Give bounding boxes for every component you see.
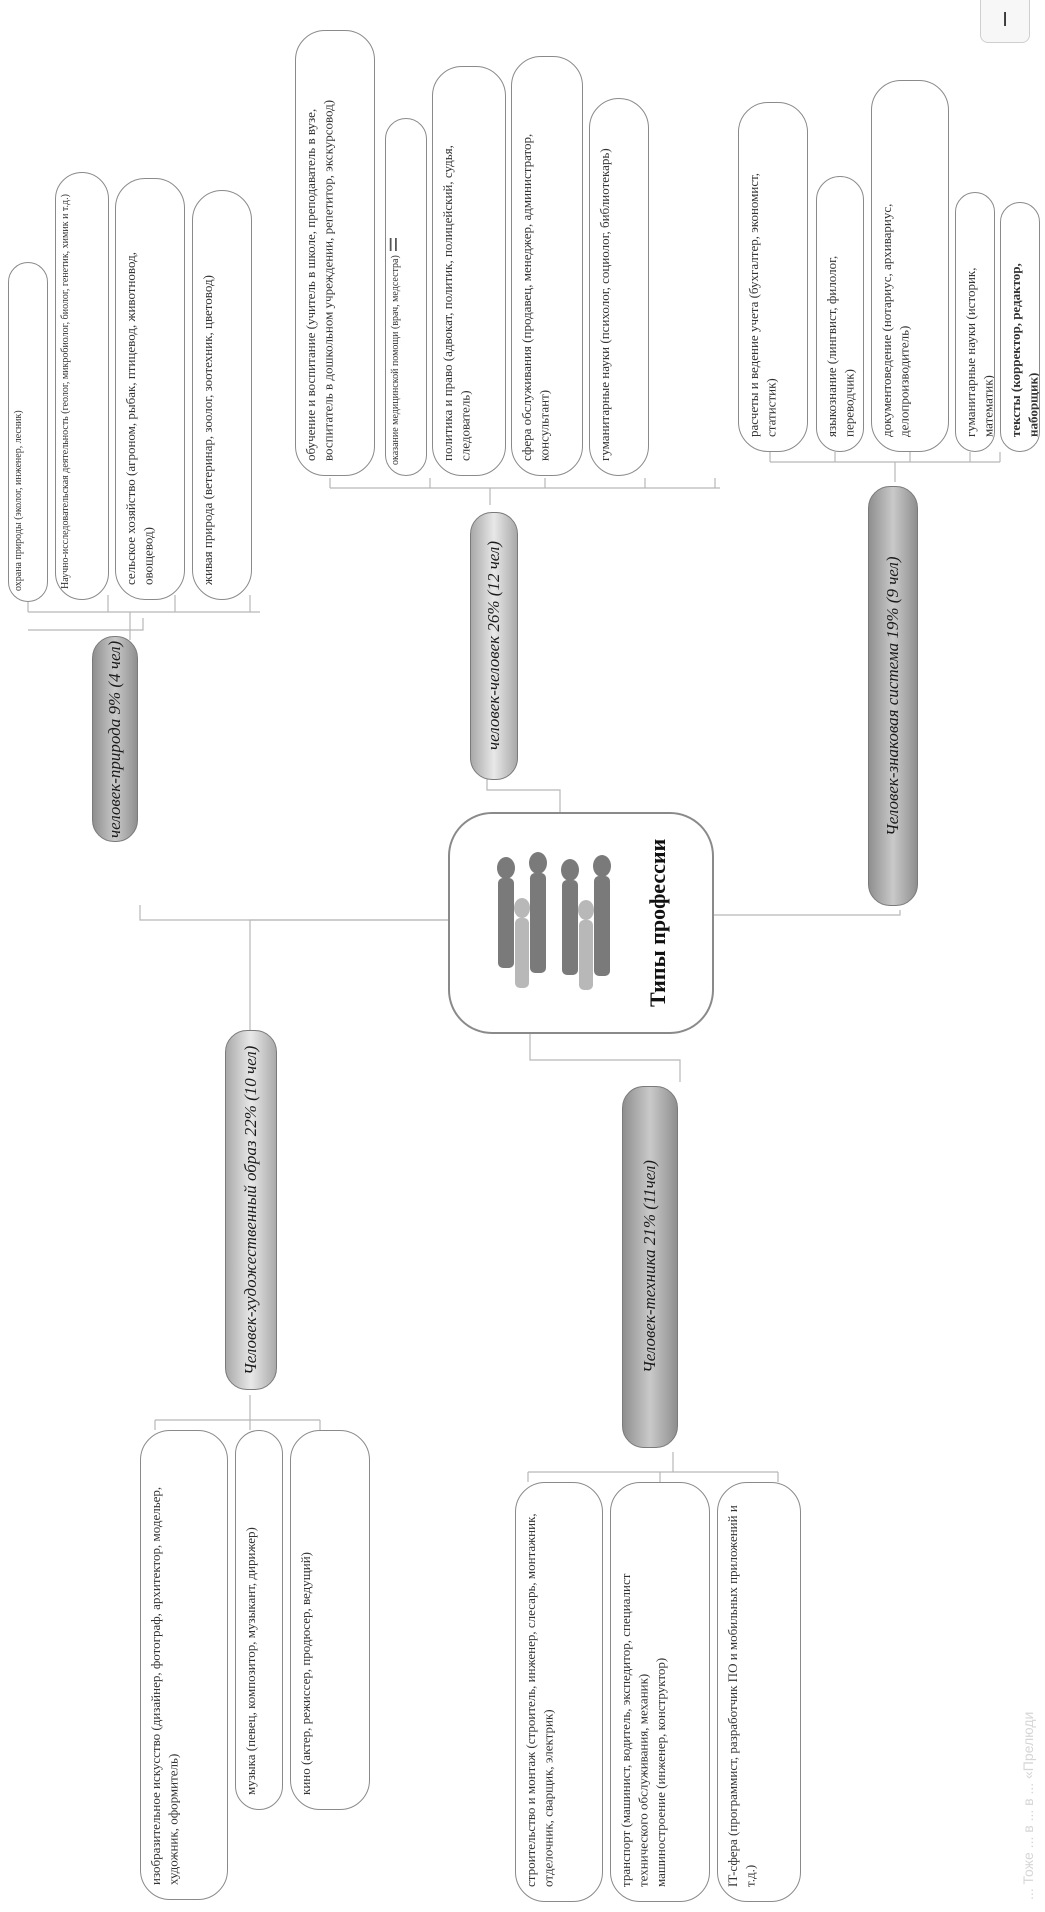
branch-human: человек-человек 26% (12 чел) [470,512,518,780]
leaf-human-5: гуманитарные науки (психолог, социолог, … [589,98,649,476]
central-title: Типы профессии [638,814,678,1032]
leaf-human-4: сфера обслуживания (продавец, менеджер, … [511,56,583,476]
branch-nature: человек-природа 9% (4 чел) [92,636,138,842]
leaf-tech-4: IT-сфера (программист, разработчик ПО и … [717,1482,801,1902]
leaf-nature-2: Научно-исследовательская деятельность (г… [55,172,109,600]
leaf-human-2: оказание медицинской помощи (врач, медсе… [385,118,427,476]
leaf-tech-1: строительство и монтаж (строитель, инжен… [515,1482,603,1902]
branch-tech: Человек-техника 21% (11чел) [622,1086,678,1448]
leaf-nature-4: живая природа (ветеринар, зоолог, зоотех… [192,190,252,600]
leaf-nature-1: охрана природы (эколог, инженер, лесник) [8,262,48,602]
leaf-art-2: музыка (певец, композитор, музыкант, дир… [235,1430,283,1810]
leaf-sign-4: гуманитарные науки (историк, математик) [955,192,995,452]
leaf-art-1: изобразительное искусство (дизайнер, фот… [140,1430,228,1900]
leaf-sign-3: документоведение (нотариус, архивариус, … [871,80,949,452]
leaf-human-3: политика и право (адвокат, политик, поли… [432,66,506,476]
leaf-tech-3: машиностроение (инженер, конструктор) [652,1497,670,1887]
leaf-human-1: обучение и воспитание (учитель в школе, … [295,30,375,476]
leaf-sign-2: языкознание (лингвист, филолог, переводч… [816,176,864,452]
page-number-tab[interactable]: I [980,0,1030,43]
leaf-sign-1: расчеты и ведение учета (бухгалтер, экон… [738,102,808,452]
people-illustration [478,838,628,1008]
faint-watermark: ... Тоже ... в ... в ... «Прелюди [1020,1560,1040,1900]
central-node: Типы профессии [448,812,714,1034]
leaf-art-3: кино (актер, режиссер, продюсер, ведущий… [290,1430,370,1810]
branch-art: Человек-художественный образ 22% (10 чел… [225,1030,277,1390]
leaf-nature-3: сельское хозяйство (агроном, рыбак, птиц… [115,178,185,600]
leaf-tech-2: транспорт (машинист, водитель, экспедито… [610,1482,710,1902]
leaf-sign-5: тексты (корректор, редактор, наборщик) [1000,202,1040,452]
section-marker: II [388,235,412,259]
branch-sign: Человек-знаковая система 19% (9 чел) [868,486,918,906]
